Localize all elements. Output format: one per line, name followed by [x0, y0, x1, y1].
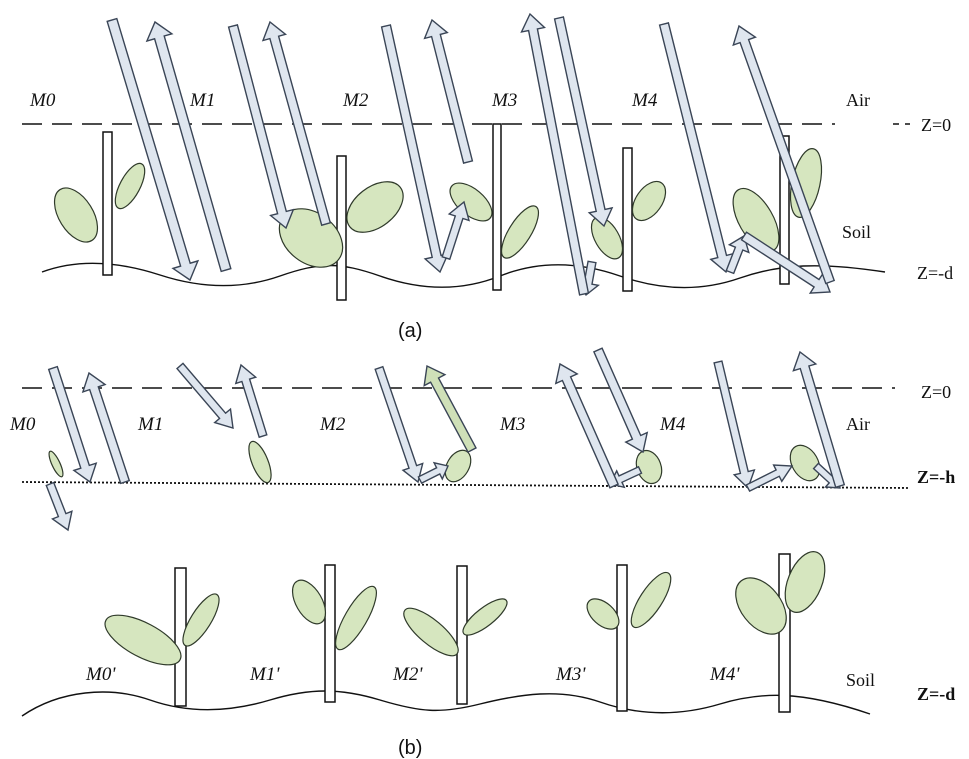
model-label-m2: M2	[319, 414, 346, 435]
panel-b: M0 M1 M2 M3 M4 Air Z=0 Z=-h M0' M1' M2' …	[9, 348, 955, 759]
model-label-m0-prime: M0'	[85, 664, 116, 685]
model-label-m2-prime: M2'	[392, 664, 423, 685]
wave-arrow	[177, 363, 233, 428]
leaf	[328, 581, 383, 654]
arrows-a	[107, 14, 834, 295]
model-label-m0: M0	[29, 90, 56, 111]
wave-arrow	[660, 23, 734, 272]
air-label: Air	[846, 90, 870, 110]
wave-arrow	[418, 463, 448, 483]
model-label-m3: M3	[499, 414, 525, 435]
panel-a: M0 M1 M2 M3 M4 Air Soil Z=0 Z=-d (a)	[22, 14, 953, 342]
wave-arrow	[236, 365, 267, 437]
z-depth-label: Z=-d	[917, 263, 953, 283]
z-h-label: Z=-h	[917, 467, 955, 487]
wave-arrow	[522, 14, 589, 295]
leaf	[397, 601, 465, 663]
wave-arrow	[46, 483, 72, 531]
leaf	[46, 450, 65, 479]
model-label-m3: M3	[491, 90, 517, 111]
layer-boundary-line	[22, 482, 910, 488]
wave-arrow	[594, 348, 647, 452]
model-label-m1: M1	[189, 90, 215, 111]
wave-arrow	[107, 19, 198, 280]
stem	[337, 156, 346, 300]
wave-arrow	[375, 367, 423, 482]
wave-arrow	[746, 465, 792, 491]
wave-arrow	[424, 366, 476, 452]
wave-arrow	[147, 22, 231, 271]
leaf	[784, 440, 826, 486]
ground-surface-a	[42, 263, 885, 287]
stem	[617, 565, 627, 711]
leaf	[109, 159, 150, 213]
wave-arrow	[442, 202, 469, 259]
leaf	[624, 567, 677, 633]
wave-arrow	[425, 20, 473, 163]
soil-label: Soil	[846, 670, 875, 690]
model-label-m4: M4	[631, 90, 658, 111]
leaf	[46, 181, 107, 250]
leaf	[244, 439, 275, 486]
stem	[103, 132, 112, 275]
stem	[325, 565, 335, 702]
leaf	[337, 172, 412, 243]
wave-arrow	[714, 361, 754, 488]
soil-label: Soil	[842, 222, 871, 242]
model-label-m3-prime: M3'	[555, 664, 586, 685]
model-label-m4: M4	[659, 414, 686, 435]
model-label-m4-prime: M4'	[709, 664, 740, 685]
leaf	[443, 176, 498, 228]
z-zero-label: Z=0	[921, 382, 951, 402]
leaf	[495, 201, 545, 264]
stem	[493, 124, 501, 290]
model-label-m0: M0	[9, 414, 36, 435]
model-label-m2: M2	[342, 90, 369, 111]
ground-surface-b	[22, 691, 870, 716]
air-label: Air	[846, 414, 870, 434]
stem	[623, 148, 632, 291]
model-label-m1-prime: M1'	[249, 664, 280, 685]
z-zero-label: Z=0	[921, 115, 951, 135]
z-depth-label: Z=-d	[917, 684, 955, 704]
model-label-m1: M1	[137, 414, 163, 435]
caption-b: (b)	[398, 737, 422, 759]
arrows-b	[46, 348, 844, 530]
caption-a: (a)	[398, 320, 422, 342]
